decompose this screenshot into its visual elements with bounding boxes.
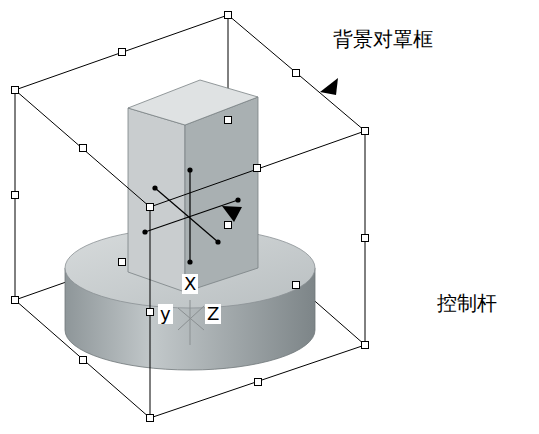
handle-square <box>147 309 154 316</box>
handle-square <box>293 70 300 77</box>
handle-square <box>12 192 19 199</box>
bounding-box <box>15 15 365 418</box>
handle-square <box>12 297 19 304</box>
pointer-arrowhead <box>222 206 242 222</box>
handle-square <box>119 49 126 56</box>
axis-label: Z <box>205 304 221 324</box>
handle-square <box>254 165 261 172</box>
handle-square <box>80 357 87 364</box>
block-body <box>128 80 258 292</box>
handle-square <box>147 415 154 422</box>
control-rod-ends <box>142 167 240 264</box>
callout-label: 控制杆 <box>437 292 497 314</box>
handle-square <box>362 342 369 349</box>
handle-square <box>362 235 369 242</box>
handle-square <box>362 128 369 135</box>
callout-label: 背景对罩框 <box>333 28 433 50</box>
handle-square <box>119 259 126 266</box>
handle-square <box>80 145 87 152</box>
pointer-arrowhead <box>320 78 338 95</box>
axis-label: y <box>158 304 173 324</box>
handle-square <box>225 222 232 229</box>
handle-square <box>225 117 232 124</box>
handle-square <box>147 204 154 211</box>
axis-label: X <box>182 274 198 294</box>
box-handles <box>12 12 369 422</box>
control-rod <box>145 170 238 262</box>
axis-triad <box>178 300 204 345</box>
handle-square <box>225 12 232 19</box>
handle-square <box>12 87 19 94</box>
handle-square <box>293 282 300 289</box>
handle-square <box>255 379 262 386</box>
